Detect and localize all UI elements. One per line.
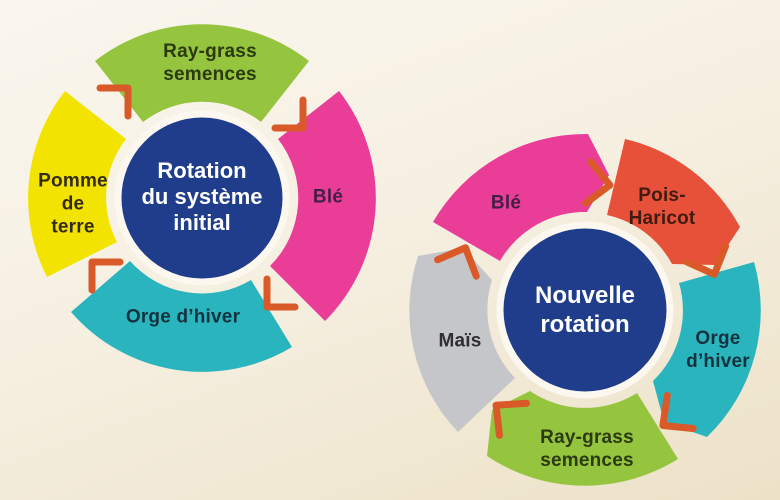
- left-diagram: [28, 24, 376, 372]
- segment-ble-right: [433, 133, 609, 261]
- segment-ble-left: [270, 91, 376, 321]
- right-diagram: [409, 133, 761, 486]
- right-arrows-group: [434, 158, 730, 439]
- segment-ray-grass-left: [95, 24, 309, 123]
- rotation-arrow-icon: [88, 258, 124, 294]
- rotation-chevron-icon: [434, 244, 480, 280]
- rotation-chevron-icon: [659, 391, 697, 433]
- center-circle-right: [496, 221, 674, 399]
- center-circle-left: [114, 110, 290, 286]
- rotation-chevron-icon: [492, 399, 530, 439]
- left-arrows-group: [88, 84, 307, 311]
- rotation-chevron-icon: [683, 242, 730, 278]
- rotation-chevron-icon: [582, 158, 614, 207]
- segment-mais: [409, 248, 515, 432]
- rotation-arrow-icon: [271, 96, 307, 132]
- segment-ray-grass-right: [487, 391, 678, 486]
- segment-orge-hiver-left: [71, 261, 292, 372]
- rotation-arrow-icon: [96, 84, 132, 120]
- rotation-arrow-icon: [263, 275, 299, 311]
- segment-pois-haricot: [607, 139, 740, 265]
- segment-pomme-de-terre-left: [28, 91, 127, 277]
- segment-orge-hiver-right: [653, 262, 761, 437]
